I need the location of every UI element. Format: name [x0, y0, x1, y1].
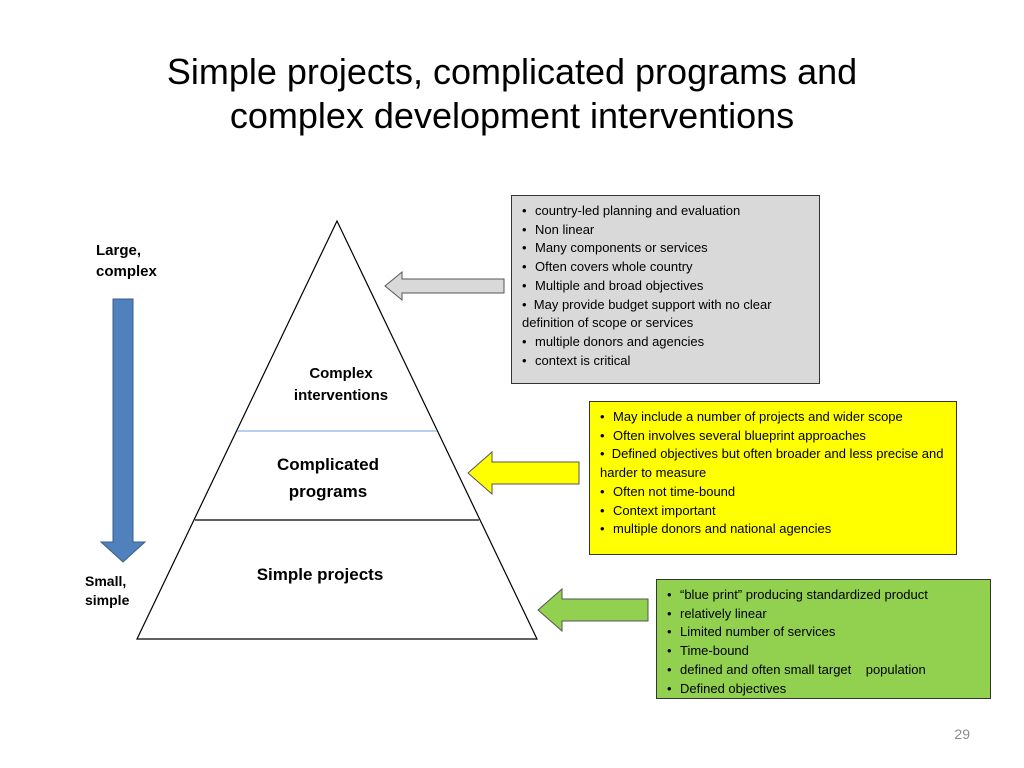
gray-pointer-arrow: [384, 270, 505, 302]
title-line-2: complex development interventions: [229, 95, 795, 136]
pyramid-label-complex-line-1: Complex: [309, 365, 373, 382]
list-item: country-led planning and evaluation: [522, 202, 811, 221]
complex-item-list: country-led planning and evaluation Non …: [522, 202, 811, 370]
list-item: Many components or services: [522, 239, 811, 258]
list-item: May include a number of projects and wid…: [600, 408, 948, 427]
pyramid-label-simple-line-1: Simple projects: [256, 565, 384, 584]
list-item: Often covers whole country: [522, 258, 811, 277]
list-item: multiple donors and agencies: [522, 333, 811, 352]
list-item: Non linear: [522, 221, 811, 240]
yellow-pointer-arrow: [467, 450, 580, 496]
list-item: defined and often small target populatio…: [667, 661, 982, 680]
scale-bottom-label-line-2: simple: [85, 592, 130, 608]
scale-down-arrow: [99, 298, 147, 563]
list-item: multiple donors and national agencies: [600, 520, 948, 539]
scale-bottom-label-line-1: Small,: [85, 573, 127, 589]
pyramid-label-simple: Simple projects: [230, 563, 410, 587]
complex-description-box: country-led planning and evaluation Non …: [511, 195, 820, 384]
page-number: 29: [954, 726, 970, 742]
list-item: context is critical: [522, 352, 811, 371]
pyramid-label-complicated-line-1: Complicated: [276, 455, 380, 474]
pyramid-label-complicated-line-2: programs: [288, 482, 368, 501]
title-line-1: Simple projects, complicated programs an…: [166, 51, 858, 92]
pyramid-label-complicated: Complicated programs: [238, 451, 418, 505]
list-item: Defined objectives but often broader and…: [600, 445, 948, 482]
list-item: Defined objectives: [667, 680, 982, 699]
pyramid-label-complex-line-2: interventions: [293, 387, 389, 404]
scale-top-label: Large, complex: [96, 240, 157, 282]
list-item: Limited number of services: [667, 623, 982, 642]
simple-item-list: “blue print” producing standardized prod…: [667, 586, 982, 698]
pyramid-outline: [136, 219, 538, 640]
list-item: relatively linear: [667, 605, 982, 624]
list-item: Often involves several blueprint approac…: [600, 427, 948, 446]
complicated-item-list: May include a number of projects and wid…: [600, 408, 948, 539]
scale-bottom-label: Small, simple: [85, 572, 129, 610]
simple-description-box: “blue print” producing standardized prod…: [656, 579, 991, 699]
list-item: “blue print” producing standardized prod…: [667, 586, 982, 605]
green-pointer-arrow: [537, 587, 649, 633]
list-item: Context important: [600, 502, 948, 521]
pyramid-label-complex: Complex interventions: [261, 363, 421, 407]
list-item: Often not time-bound: [600, 483, 948, 502]
list-item: May provide budget support with no clear…: [522, 296, 811, 333]
scale-top-label-line-2: complex: [96, 263, 157, 280]
complicated-description-box: May include a number of projects and wid…: [589, 401, 957, 555]
list-item: Time-bound: [667, 642, 982, 661]
list-item: Multiple and broad objectives: [522, 277, 811, 296]
slide-title: Simple projects, complicated programs an…: [0, 50, 1024, 138]
scale-top-label-line-1: Large,: [96, 242, 142, 259]
